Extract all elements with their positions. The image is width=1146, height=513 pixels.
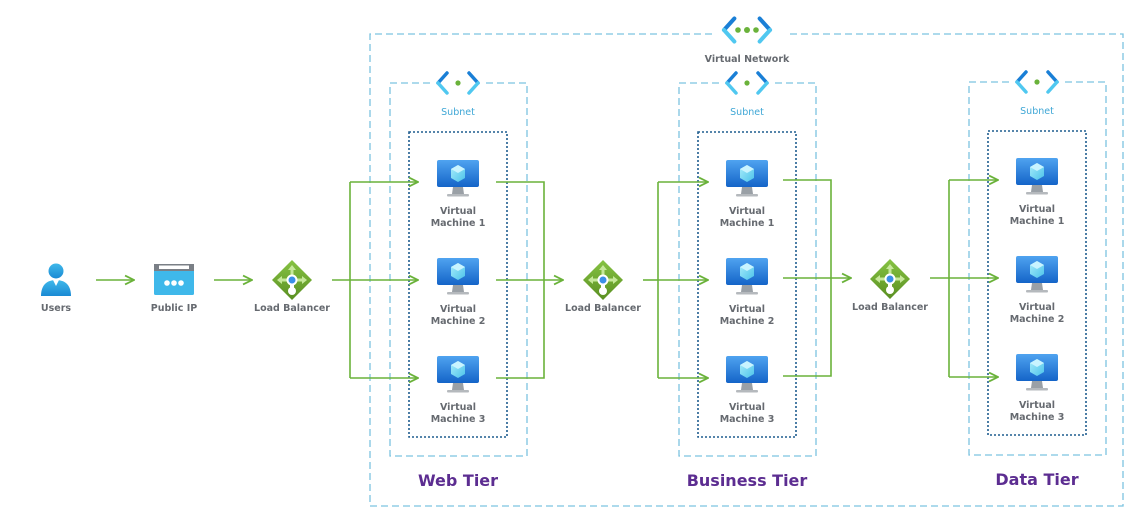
vm-label-line2: Machine 3 [1010,412,1065,423]
virtual-machine-icon [726,258,768,295]
subnet-boundary [968,81,1107,456]
tier-label: Business Tier [687,471,808,490]
virtual-machine-icon [1016,256,1058,293]
load-balancer-node-web: Load Balancer [254,260,330,314]
load-balancer-label: Load Balancer [565,303,641,314]
virtual-network-boundary [369,33,1124,507]
vm-label-line1: Virtual [440,402,476,413]
virtual-network-icon [724,19,770,42]
vm-label-line2: Machine 3 [720,414,775,425]
users-node: Users [41,263,71,314]
subnet-label: Subnet [730,107,764,118]
vm-label-line2: Machine 1 [431,218,486,229]
vm-label-line1: Virtual [729,402,765,413]
virtual-machine-icon [726,356,768,393]
vm-group-boundary [697,131,797,438]
vm-group-boundary [987,130,1087,436]
vm-label-line2: Machine 1 [1010,216,1065,227]
vm-label-line1: Virtual [729,206,765,217]
subnet-boundary [389,82,528,457]
load-balancer-label: Load Balancer [852,302,928,313]
vnet-dot [735,27,741,33]
vm-label-line2: Machine 2 [431,316,486,327]
subnet-icon [436,71,480,95]
subnet-icon [1015,70,1059,94]
load-balancer-icon [272,260,312,300]
virtual-network-label: Virtual Network [705,54,790,65]
load-balancer-node-business: Load Balancer [565,260,641,314]
vm-label-line1: Virtual [1019,204,1055,215]
vnet-dot [753,27,759,33]
tier-label: Data Tier [995,470,1078,489]
subnet-icon [725,71,769,95]
vm-label-line1: Virtual [1019,302,1055,313]
load-balancer-icon [583,260,623,300]
public-ip-icon [154,264,194,295]
virtual-machine-icon [437,356,479,393]
subnet-label: Subnet [1020,106,1054,117]
vm-label-line1: Virtual [440,304,476,315]
load-balancer-node-data: Load Balancer [852,259,928,313]
vm-label-line1: Virtual [1019,400,1055,411]
virtual-machine-icon [726,160,768,197]
public-ip-node: Public IP [151,264,198,314]
vm-label-line1: Virtual [440,206,476,217]
load-balancer-label: Load Balancer [254,303,330,314]
connectors [96,180,998,378]
vm-label-line2: Machine 3 [431,414,486,425]
users-label: Users [41,303,71,314]
vm-label-line2: Machine 2 [1010,314,1065,325]
subnet-boundary [678,82,817,457]
subnet-label: Subnet [441,107,475,118]
virtual-machine-icon [1016,158,1058,195]
vm-label-line2: Machine 2 [720,316,775,327]
vm-label-line1: Virtual [729,304,765,315]
virtual-machine-icon [1016,354,1058,391]
tier-label: Web Tier [418,471,498,490]
user-icon [48,263,64,279]
vm-label-line2: Machine 1 [720,218,775,229]
load-balancer-icon [870,259,910,299]
virtual-machine-icon [437,258,479,295]
virtual-machine-icon [437,160,479,197]
public-ip-label: Public IP [151,303,198,314]
